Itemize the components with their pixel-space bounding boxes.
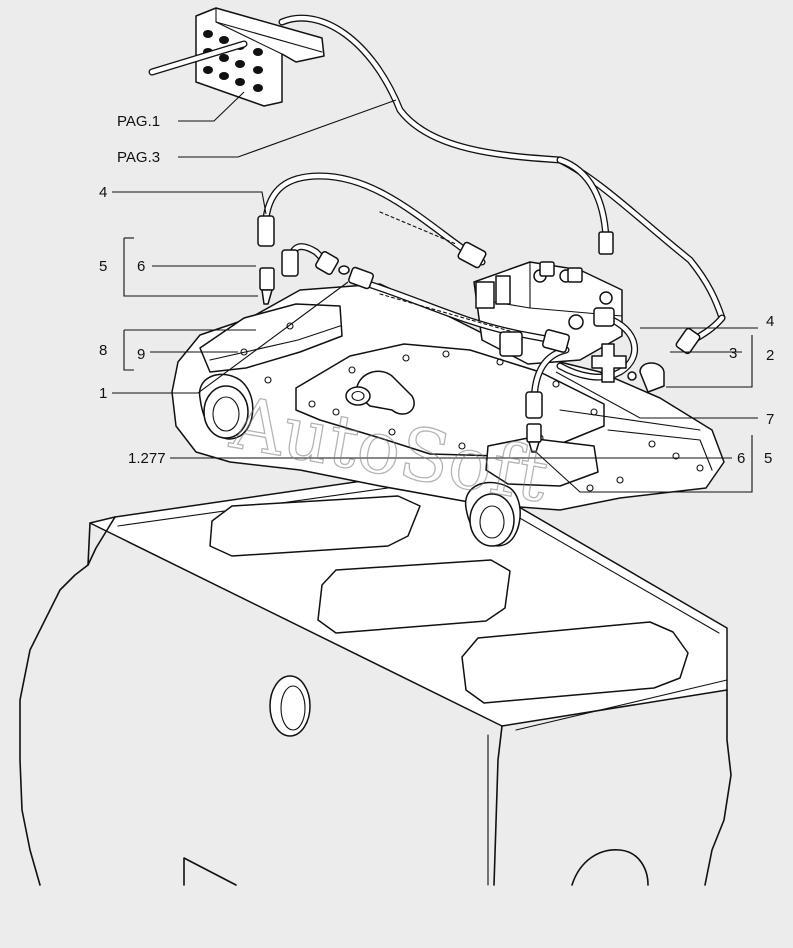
label-pag1: PAG.1 (117, 113, 160, 130)
label-9: 9 (137, 346, 145, 363)
cover-opening-1 (209, 495, 421, 557)
label-6-left: 6 (137, 258, 145, 275)
harness-connector (195, 7, 325, 107)
flange-bolts (240, 322, 704, 492)
cover-opening-3 (461, 621, 689, 704)
fittings (257, 215, 701, 453)
label-pag3: PAG.3 (117, 149, 160, 166)
label-8: 8 (99, 342, 107, 359)
cover-bolts (308, 350, 598, 450)
label-1277: 1.277 (128, 450, 166, 467)
label-1: 1 (99, 385, 107, 402)
callout-labels: PAG.1 PAG.3 4 5 6 8 9 1 1.277 4 3 2 7 6 … (99, 113, 774, 467)
label-5-right: 5 (764, 450, 772, 467)
label-5-left: 5 (99, 258, 107, 275)
label-2: 2 (766, 347, 774, 364)
label-7: 7 (766, 411, 774, 428)
cover-opening-2 (317, 559, 511, 634)
label-4-right: 4 (766, 313, 774, 330)
label-3: 3 (729, 345, 737, 362)
leader-lines (112, 91, 758, 493)
engine-block (19, 467, 732, 886)
label-4-top: 4 (99, 184, 107, 201)
label-6-right: 6 (737, 450, 745, 467)
